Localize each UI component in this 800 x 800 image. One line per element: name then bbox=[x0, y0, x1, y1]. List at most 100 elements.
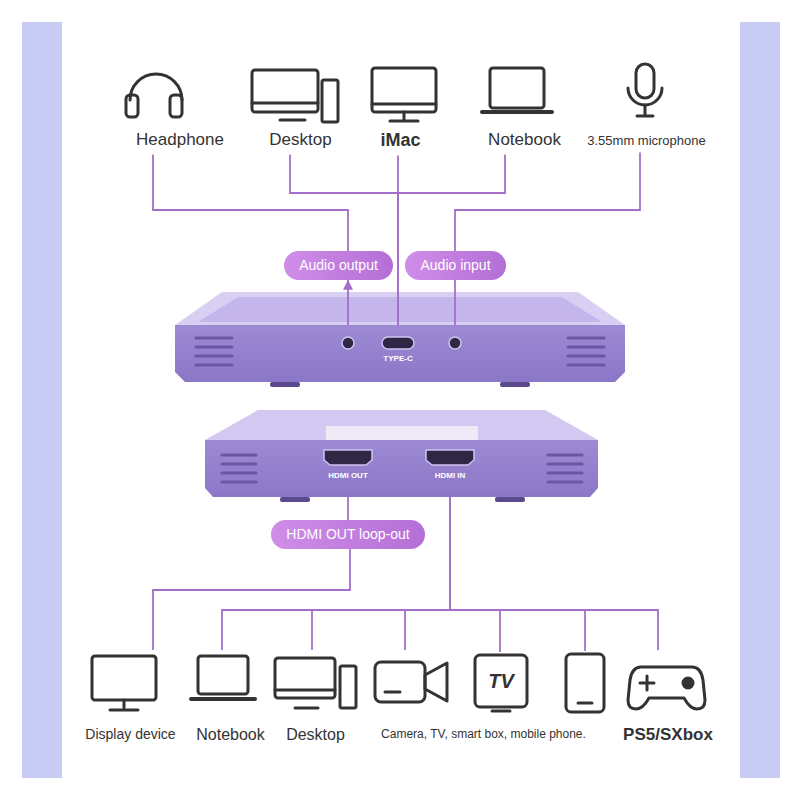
holder bbox=[628, 88, 662, 105]
card-foot bbox=[495, 497, 525, 502]
notebook-icon bbox=[482, 68, 552, 112]
device-name: Notebook bbox=[195, 725, 266, 744]
port-label: HDMI IN bbox=[435, 471, 466, 481]
device-icons-bottom bbox=[92, 654, 705, 712]
notebook-icon bbox=[191, 656, 255, 699]
device-label: Desktop bbox=[262, 58, 339, 154]
device-label: 3.55mm microphone bbox=[580, 58, 713, 153]
device-name: Desktop bbox=[268, 130, 333, 150]
stem bbox=[644, 105, 647, 115]
card-front-face bbox=[205, 440, 598, 497]
device-label: Camera, TV, smart box, mobile phone. bbox=[374, 650, 593, 745]
device-name: PS5/SXbox bbox=[622, 725, 714, 745]
type-c-port bbox=[382, 337, 414, 349]
leader-line bbox=[584, 610, 586, 651]
device-name: Headphone bbox=[135, 130, 225, 150]
chin bbox=[372, 103, 436, 106]
pill-label: HDMI OUT loop-out bbox=[285, 526, 411, 543]
display-icon bbox=[92, 656, 156, 710]
icon-text: TV bbox=[488, 670, 514, 693]
connector-line bbox=[455, 153, 640, 251]
screen bbox=[490, 68, 544, 108]
port-label: HDMI OUT bbox=[328, 471, 368, 481]
vents bbox=[222, 455, 582, 482]
connector-line bbox=[398, 154, 505, 325]
device-label: PS5/SXbox bbox=[616, 650, 720, 749]
card-foot bbox=[280, 497, 310, 502]
keyboard bbox=[482, 110, 552, 114]
device-label: Desktop bbox=[279, 650, 352, 748]
screen bbox=[372, 68, 436, 112]
connector-line bbox=[222, 497, 450, 650]
hdmi-port bbox=[426, 450, 474, 465]
card-recess bbox=[198, 297, 602, 322]
connector-line bbox=[347, 497, 349, 520]
ear-cup bbox=[126, 95, 138, 117]
monitor-chin bbox=[252, 102, 318, 105]
device-name: 3.55mm microphone bbox=[586, 133, 707, 149]
monitor-base bbox=[280, 119, 305, 122]
bus-drops bbox=[500, 610, 585, 652]
audio-jack bbox=[342, 337, 354, 349]
device-name: Desktop bbox=[285, 725, 346, 744]
device-label: Display device bbox=[78, 650, 183, 747]
pill-label: Audio input bbox=[419, 257, 492, 274]
device-name: Camera, TV, smart box, mobile phone. bbox=[380, 727, 587, 741]
connector-line bbox=[153, 549, 350, 650]
card-top-face bbox=[175, 292, 625, 325]
card-foot bbox=[500, 382, 530, 387]
card-gloss bbox=[326, 426, 478, 440]
tower bbox=[322, 80, 338, 122]
connector-line bbox=[290, 154, 398, 325]
card-rear-panel: TYPE-C bbox=[175, 325, 625, 382]
card-top-face bbox=[205, 410, 598, 440]
capture-card-rear bbox=[175, 292, 625, 387]
capture-card-front bbox=[205, 410, 598, 502]
connector-line bbox=[454, 280, 456, 325]
connector-line bbox=[153, 154, 348, 251]
imac-icon bbox=[372, 68, 436, 121]
headphone-icon bbox=[126, 74, 182, 117]
port-pill: Audio input bbox=[405, 251, 506, 280]
leader-line bbox=[499, 610, 501, 652]
stand bbox=[403, 112, 406, 120]
device-name: Display device bbox=[84, 726, 177, 743]
desktop-icon bbox=[275, 658, 356, 708]
device-label: Headphone bbox=[129, 58, 231, 154]
device-icons-top bbox=[126, 64, 662, 122]
audio-jack bbox=[449, 337, 461, 349]
side-bar bbox=[740, 22, 780, 778]
port-pill: Audio output bbox=[284, 251, 393, 280]
device-name: Notebook bbox=[487, 130, 562, 150]
base bbox=[637, 115, 653, 118]
base bbox=[390, 120, 418, 123]
card-front-face bbox=[175, 325, 625, 382]
device-name: iMac bbox=[379, 130, 422, 152]
camera-icon bbox=[375, 662, 447, 702]
side-bar bbox=[22, 22, 62, 778]
microphone-icon bbox=[628, 64, 662, 116]
desktop-icon bbox=[252, 70, 338, 122]
port-label: TYPE-C bbox=[383, 354, 412, 364]
hdmi-port bbox=[324, 450, 372, 465]
connector-line bbox=[450, 497, 658, 650]
device-label: Notebook bbox=[189, 650, 272, 748]
pill-label: Audio output bbox=[298, 257, 379, 274]
ear-cup bbox=[170, 95, 182, 117]
monitor bbox=[252, 70, 318, 112]
gamepad-icon bbox=[628, 667, 705, 709]
port-pill: HDMI OUT loop-out bbox=[271, 520, 425, 549]
card-front-panel: HDMI OUT HDMI IN bbox=[205, 440, 598, 497]
phone-icon bbox=[566, 654, 604, 712]
tv-icon bbox=[475, 655, 527, 711]
device-label: Notebook bbox=[481, 58, 568, 154]
connectors bbox=[153, 153, 658, 650]
device-label: iMac bbox=[373, 58, 428, 156]
card-foot bbox=[270, 382, 300, 387]
capsule bbox=[636, 64, 654, 98]
connector-line bbox=[347, 280, 349, 325]
vents bbox=[196, 338, 604, 365]
